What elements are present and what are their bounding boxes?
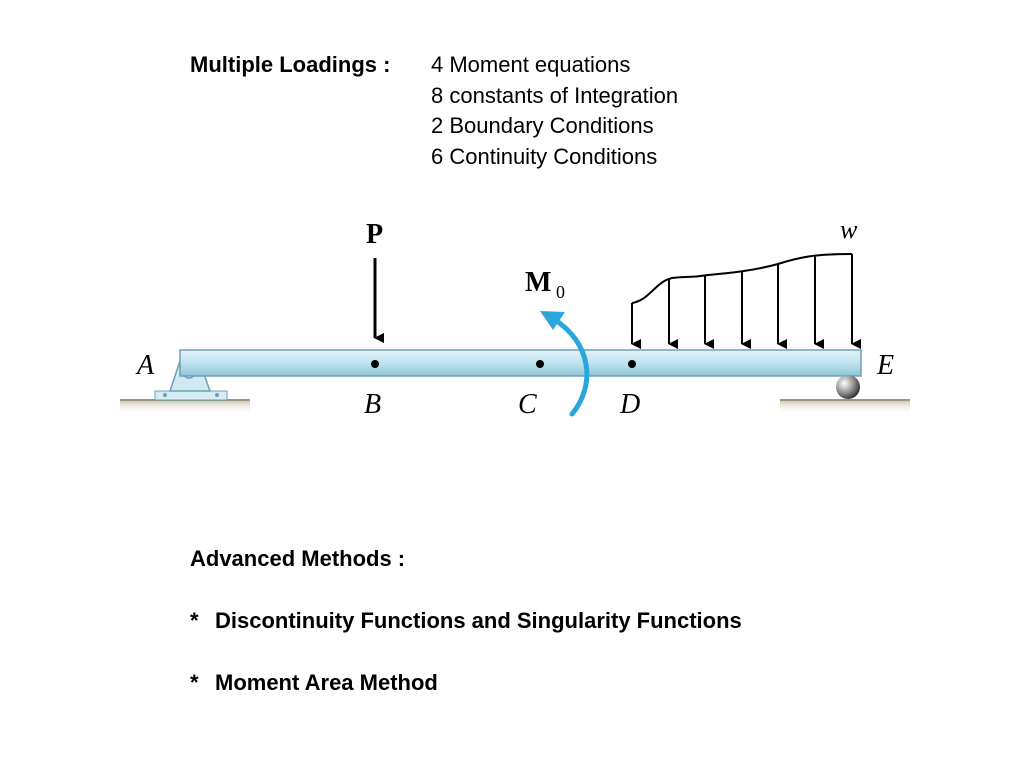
- point-D-dot: [628, 360, 636, 368]
- method-bullet-1: *: [190, 608, 199, 633]
- loading-line-4: 6 Continuity Conditions: [431, 144, 658, 169]
- roller-support-E: [836, 375, 860, 399]
- ground-right: [780, 399, 910, 414]
- advanced-methods-heading: Advanced Methods :: [190, 546, 406, 571]
- label-E: E: [876, 350, 894, 381]
- moment-label: M: [525, 267, 551, 298]
- loading-line-2: 8 constants of Integration: [431, 83, 679, 108]
- label-D: D: [619, 389, 640, 420]
- multiple-loadings-heading: Multiple Loadings :: [190, 52, 391, 77]
- point-B-dot: [371, 360, 379, 368]
- method-item-2: Moment Area Method: [215, 670, 438, 695]
- beam: [179, 349, 862, 377]
- ground-left: [120, 399, 250, 414]
- moment-arrowhead: [540, 311, 565, 330]
- loading-line-1: 4 Moment equations: [431, 52, 631, 77]
- load-P-label: P: [366, 219, 383, 250]
- moment-subscript: 0: [556, 282, 565, 302]
- distributed-load-curve: [631, 253, 853, 304]
- loading-line-3: 2 Boundary Conditions: [431, 113, 654, 138]
- label-C: C: [518, 389, 537, 420]
- method-item-1: Discontinuity Functions and Singularity …: [215, 608, 742, 633]
- point-C-dot: [536, 360, 544, 368]
- label-B: B: [364, 389, 381, 420]
- distributed-load-label: w: [840, 215, 858, 244]
- method-bullet-2: *: [190, 670, 199, 695]
- distributed-load: [631, 253, 861, 349]
- label-A: A: [135, 350, 155, 381]
- moment-arrow: [549, 315, 590, 417]
